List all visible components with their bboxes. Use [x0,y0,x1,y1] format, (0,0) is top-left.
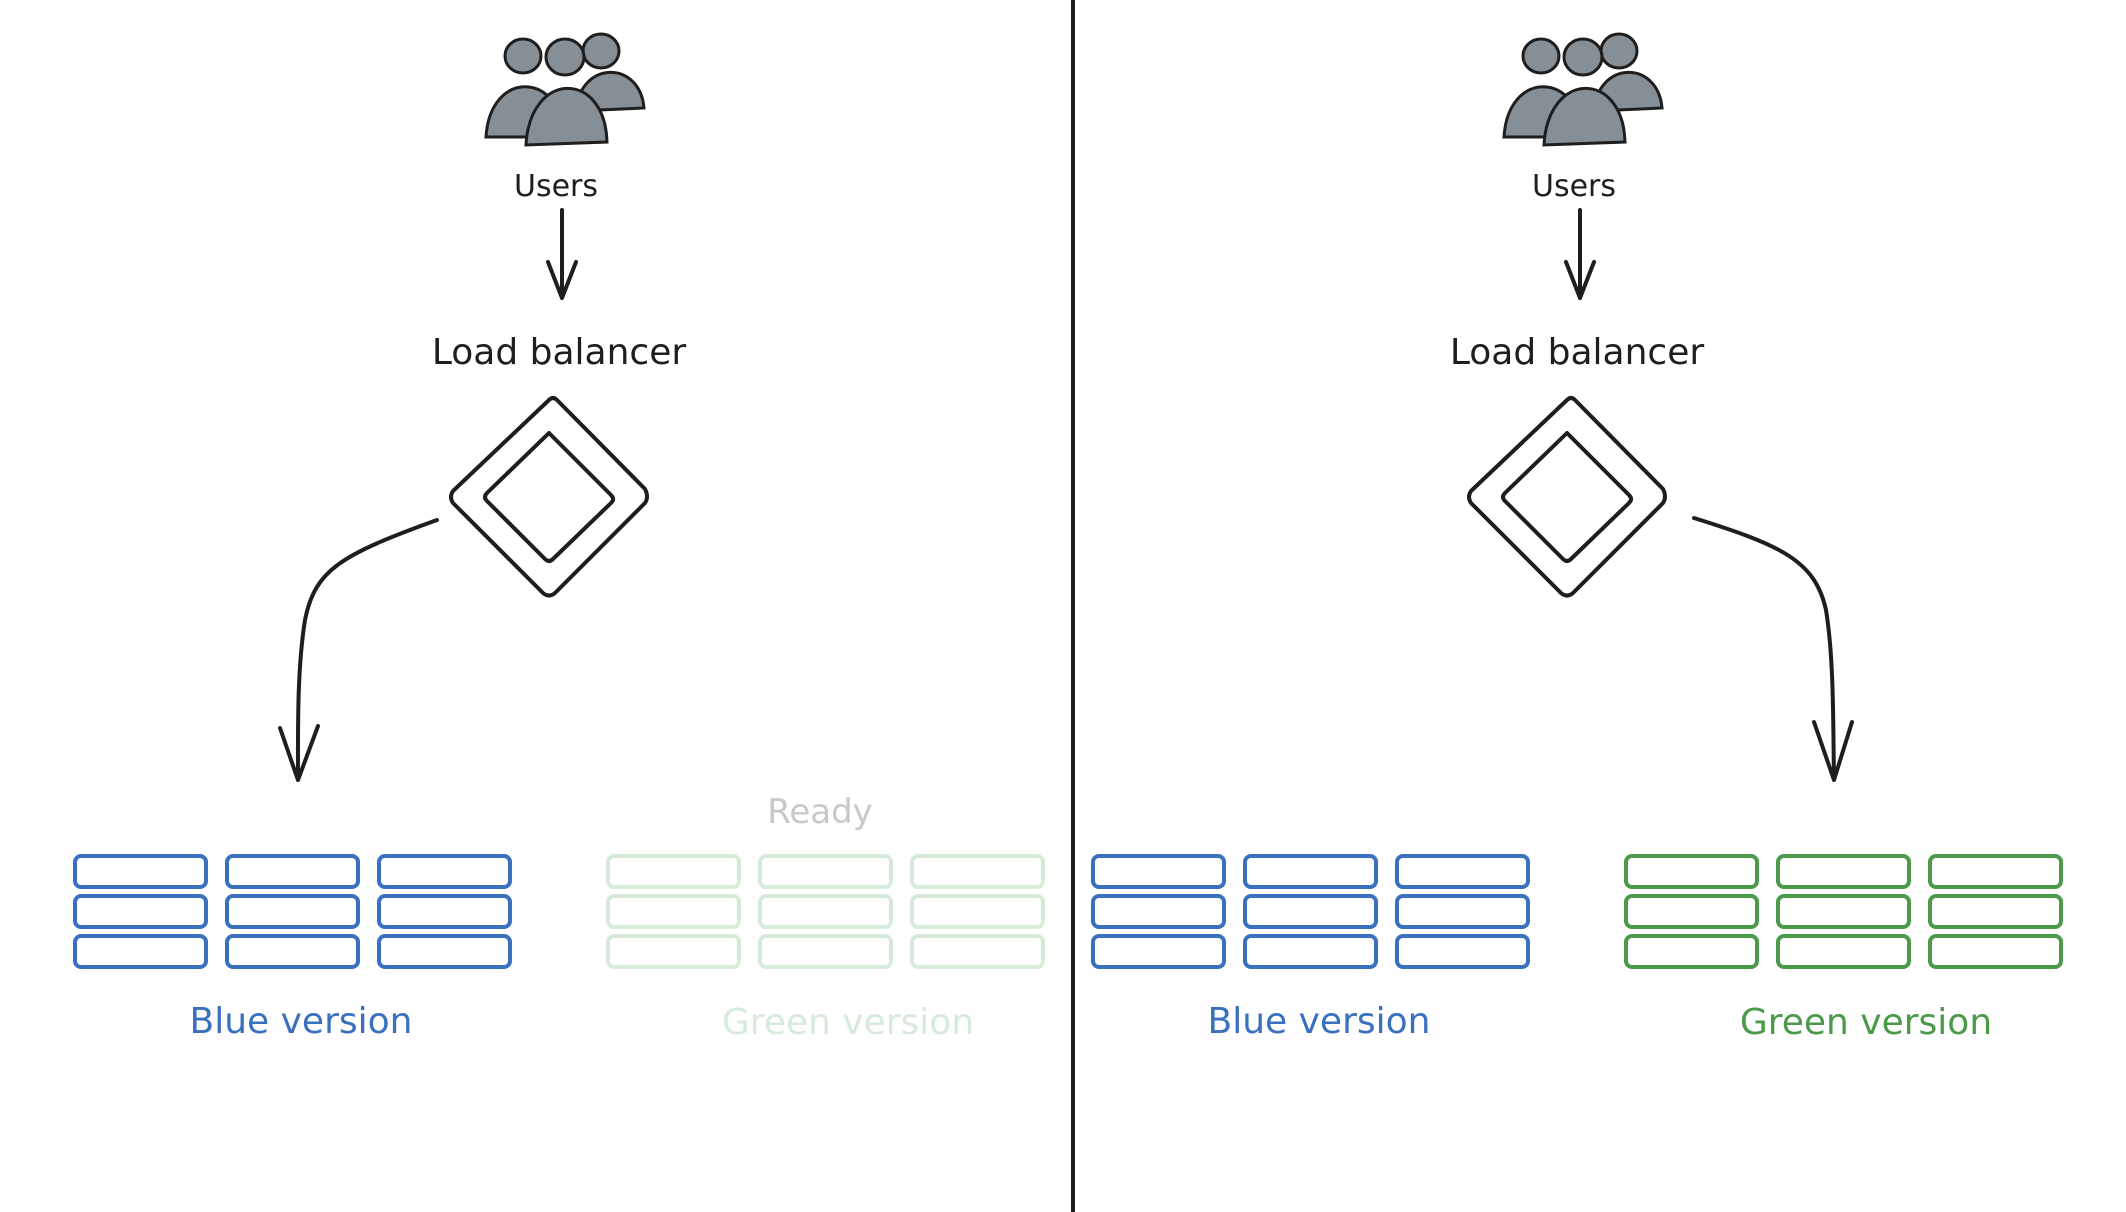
load-balancer-label: Load balancer [432,332,687,373]
blue-server-instance [1243,854,1378,889]
blue-server-instance [73,854,208,889]
blue-server-instance [1395,894,1530,929]
panel-before-switch: Users Load balancer Ready Blue version G… [73,32,1045,1043]
user-head [1562,37,1604,77]
blue-server-instance [377,854,512,889]
user-head [1521,37,1561,75]
traffic-arrow-icon [278,518,439,782]
down-arrow-icon [546,208,578,300]
status-ready-label: Ready [767,792,873,832]
user-head [1599,32,1639,70]
load-balancer-inner-icon [483,431,615,563]
green-server-instance [606,934,741,969]
green-server-instance [1776,894,1911,929]
users-icon [1502,32,1664,147]
green-server-instance [1624,894,1759,929]
blue-server-instance [225,894,360,929]
green-server-instance [910,894,1045,929]
down-arrow-icon [1564,208,1596,300]
green-server-instance [1624,854,1759,889]
blue-version-servers [73,854,512,969]
blue-server-instance [1091,854,1226,889]
traffic-arrow-icon [1692,516,1854,782]
users-icon [484,32,646,147]
load-balancer-outer-icon [1467,396,1667,598]
green-server-instance [910,854,1045,889]
load-balancer-inner-icon [1501,431,1633,563]
blue-server-instance [1243,934,1378,969]
user-head [544,37,586,77]
load-balancer-label: Load balancer [1450,332,1705,373]
green-server-instance [758,934,893,969]
users-label: Users [514,169,598,204]
blue-server-instance [1395,854,1530,889]
green-server-instance [758,894,893,929]
blue-server-instance [377,934,512,969]
blue-version-label: Blue version [1208,1001,1431,1042]
green-version-label: Green version [722,1002,974,1043]
green-server-instance [1928,854,2063,889]
green-version-servers [606,854,1045,969]
blue-server-instance [1243,894,1378,929]
blue-server-instance [225,934,360,969]
user-body [1542,87,1627,147]
load-balancer-outer-icon [449,396,649,598]
blue-server-instance [1091,894,1226,929]
green-server-instance [606,894,741,929]
panel-after-switch: Users Load balancer Blue version Green v… [1091,32,2063,1043]
blue-server-instance [1091,934,1226,969]
blue-version-servers [1091,854,1530,969]
blue-version-label: Blue version [190,1001,413,1042]
blue-server-instance [377,894,512,929]
green-server-instance [606,854,741,889]
green-server-instance [1928,894,2063,929]
green-server-instance [758,854,893,889]
green-server-instance [1928,934,2063,969]
user-head [581,32,621,70]
user-head [503,37,543,75]
user-body [524,87,609,147]
blue-server-instance [225,854,360,889]
blue-server-instance [1395,934,1530,969]
green-server-instance [1776,854,1911,889]
green-server-instance [1624,934,1759,969]
blue-server-instance [73,894,208,929]
blue-server-instance [73,934,208,969]
green-version-label: Green version [1740,1002,1992,1043]
green-server-instance [1776,934,1911,969]
green-server-instance [910,934,1045,969]
green-version-servers [1624,854,2063,969]
users-label: Users [1532,169,1616,204]
